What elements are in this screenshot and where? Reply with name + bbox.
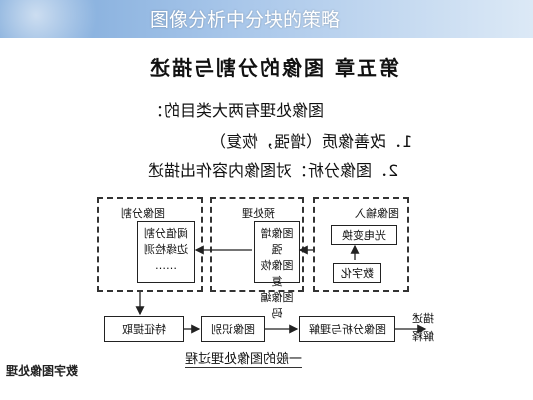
title-bar: 图像分析中分块的策略 bbox=[0, 0, 533, 38]
analysis-box: 图像分析与理解 bbox=[299, 316, 395, 342]
page-title: 图像分析中分块的策略 bbox=[150, 9, 341, 31]
feature-extraction-box: 特征提取 bbox=[104, 316, 184, 342]
frame-preprocessing: 预处理 图像增强 图像恢复 图像编码 bbox=[210, 197, 304, 320]
diagram-caption: 一般的图像处理过程 bbox=[185, 348, 303, 368]
slide-image bbox=[0, 38, 533, 400]
title-glow bbox=[0, 0, 120, 38]
frame-segmentation: 图像分割 阈值分割 边缘检测 …… bbox=[97, 197, 203, 292]
digitize-box: 数字化 bbox=[333, 263, 381, 283]
logo: 数字图像处理 bbox=[6, 364, 79, 378]
segmentation-methods-box: 阈值分割 边缘检测 …… bbox=[137, 221, 195, 283]
photoelectric-box: 光电变换 bbox=[331, 225, 397, 245]
recognition-box: 图像识别 bbox=[201, 316, 265, 342]
preprocessing-methods-box: 图像增强 图像恢复 图像编码 bbox=[254, 221, 300, 320]
frame-image-input: 图像输入 光电变换 数字化 bbox=[313, 197, 409, 292]
